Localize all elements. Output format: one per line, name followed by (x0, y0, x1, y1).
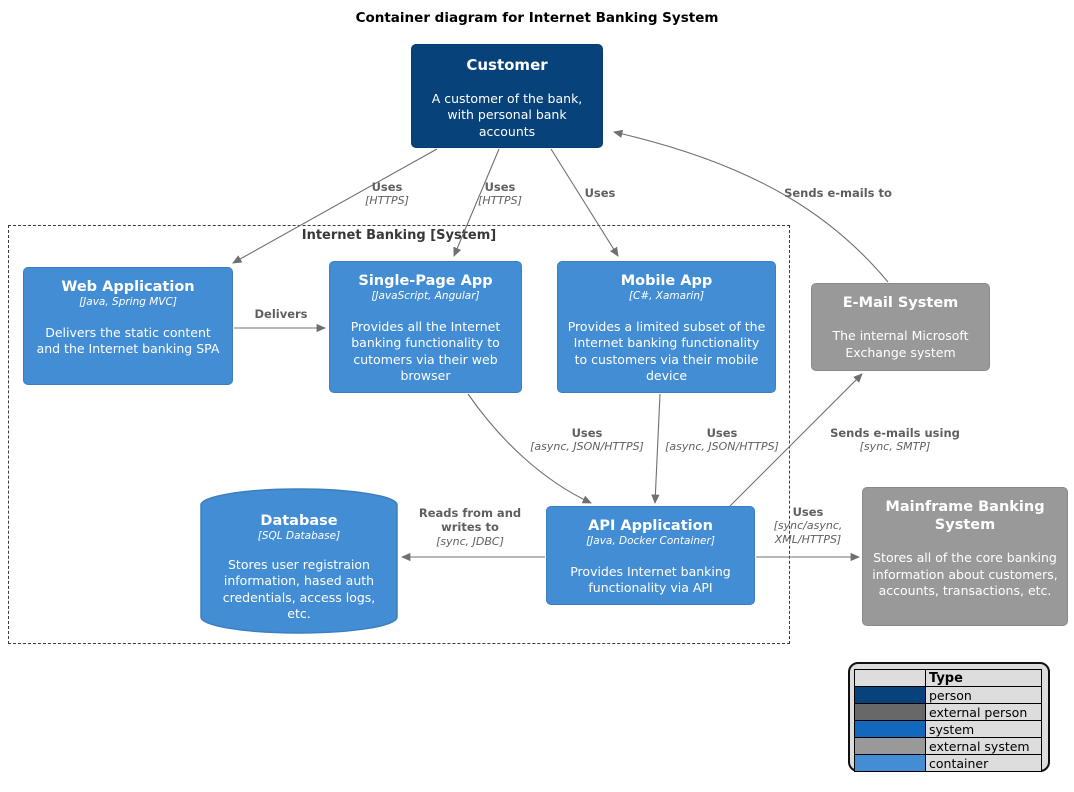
node-mobile-app-title: Mobile App (620, 273, 713, 289)
node-mobile-app-desc: Provides a limited subset of the Interne… (567, 318, 766, 384)
legend-swatch-container (854, 754, 926, 772)
node-single-page-app-title: Single-Page App (358, 273, 493, 289)
node-api-application-title: API Application (588, 518, 713, 534)
legend-label-person: person (925, 686, 1042, 704)
edge-label-api-database: Reads from and writes to [sync, JDBC] (418, 506, 522, 548)
legend-swatch-external-person (854, 703, 926, 721)
node-database-title: Database (260, 513, 338, 529)
node-email-system-title: E-Mail System (842, 295, 959, 311)
legend-row-external-system: external system (854, 737, 1042, 755)
node-email-system-desc: The internal Microsoft Exchange system (832, 328, 969, 360)
node-customer-desc: A customer of the bank, with personal ba… (431, 90, 583, 139)
node-database-desc: Stores user registraion information, has… (222, 556, 376, 622)
edge-label-api-email: Sends e-mails using [sync, SMTP] (830, 426, 960, 454)
edge-label-api-mainframe: Uses [sync/async, XML/HTTPS] (773, 505, 843, 547)
edge-label-webapp-spa: Delivers (254, 307, 308, 321)
node-database: Database [SQL Database] Stores user regi… (200, 488, 398, 634)
legend-row-external-person: external person (854, 703, 1042, 721)
legend-swatch-external-system (854, 737, 926, 755)
edge-label-customer-webapp: Uses [HTTPS] (365, 180, 409, 208)
edge-label-mobile-api: Uses [async, JSON/HTTPS] (665, 426, 779, 454)
legend-swatch-system (854, 720, 926, 738)
legend-row-system: system (854, 720, 1042, 738)
node-api-application: API Application [Java, Docker Container]… (546, 506, 755, 605)
edge-label-customer-spa: Uses [HTTPS] (478, 180, 522, 208)
diagram-title: Container diagram for Internet Banking S… (355, 10, 719, 26)
node-web-application: Web Application [Java, Spring MVC] Deliv… (23, 267, 233, 385)
legend: Type person external person system exter… (848, 662, 1050, 772)
legend-row-person: person (854, 686, 1042, 704)
legend-row-container: container (854, 754, 1042, 772)
node-single-page-app-tech: [JavaScript, Angular] (371, 290, 480, 303)
node-database-tech: [SQL Database] (257, 530, 341, 543)
node-single-page-app-desc: Provides all the Internet banking functi… (350, 318, 501, 384)
node-mainframe-banking-system: Mainframe Banking System Stores all of t… (862, 487, 1068, 626)
node-web-application-title: Web Application (61, 279, 195, 295)
node-api-application-tech: [Java, Docker Container] (586, 535, 715, 548)
node-api-application-desc: Provides Internet banking functionality … (570, 563, 731, 596)
legend-label-external-system: external system (925, 737, 1042, 755)
node-customer-title: Customer (466, 56, 548, 74)
legend-label-container: container (925, 754, 1042, 772)
database-cylinder-shape (200, 488, 398, 634)
node-customer: Customer A customer of the bank, with pe… (411, 44, 603, 148)
node-mainframe-title: Mainframe Banking System (885, 499, 1045, 534)
node-single-page-app: Single-Page App [JavaScript, Angular] Pr… (329, 261, 522, 393)
legend-header-swatch (854, 669, 926, 687)
node-email-system: E-Mail System The internal Microsoft Exc… (811, 283, 990, 371)
edge-label-email-customer: Sends e-mails to (784, 186, 892, 200)
legend-header-row: Type (854, 669, 1042, 687)
legend-swatch-person (854, 686, 926, 704)
node-mobile-app-tech: [C#, Xamarin] (628, 290, 705, 303)
legend-label-external-person: external person (925, 703, 1042, 721)
edge-label-spa-api: Uses [async, JSON/HTTPS] (530, 426, 644, 454)
node-mainframe-desc: Stores all of the core banking informati… (872, 550, 1058, 599)
node-web-application-desc: Delivers the static content and the Inte… (36, 324, 220, 357)
system-boundary-label: Internet Banking [System] (301, 228, 497, 243)
legend-table: Type person external person system exter… (854, 669, 1042, 772)
node-web-application-tech: [Java, Spring MVC] (79, 296, 177, 309)
edge-label-customer-mobile: Uses (584, 186, 616, 200)
legend-label-system: system (925, 720, 1042, 738)
legend-header-label: Type (925, 669, 1042, 687)
node-mobile-app: Mobile App [C#, Xamarin] Provides a limi… (557, 261, 776, 393)
